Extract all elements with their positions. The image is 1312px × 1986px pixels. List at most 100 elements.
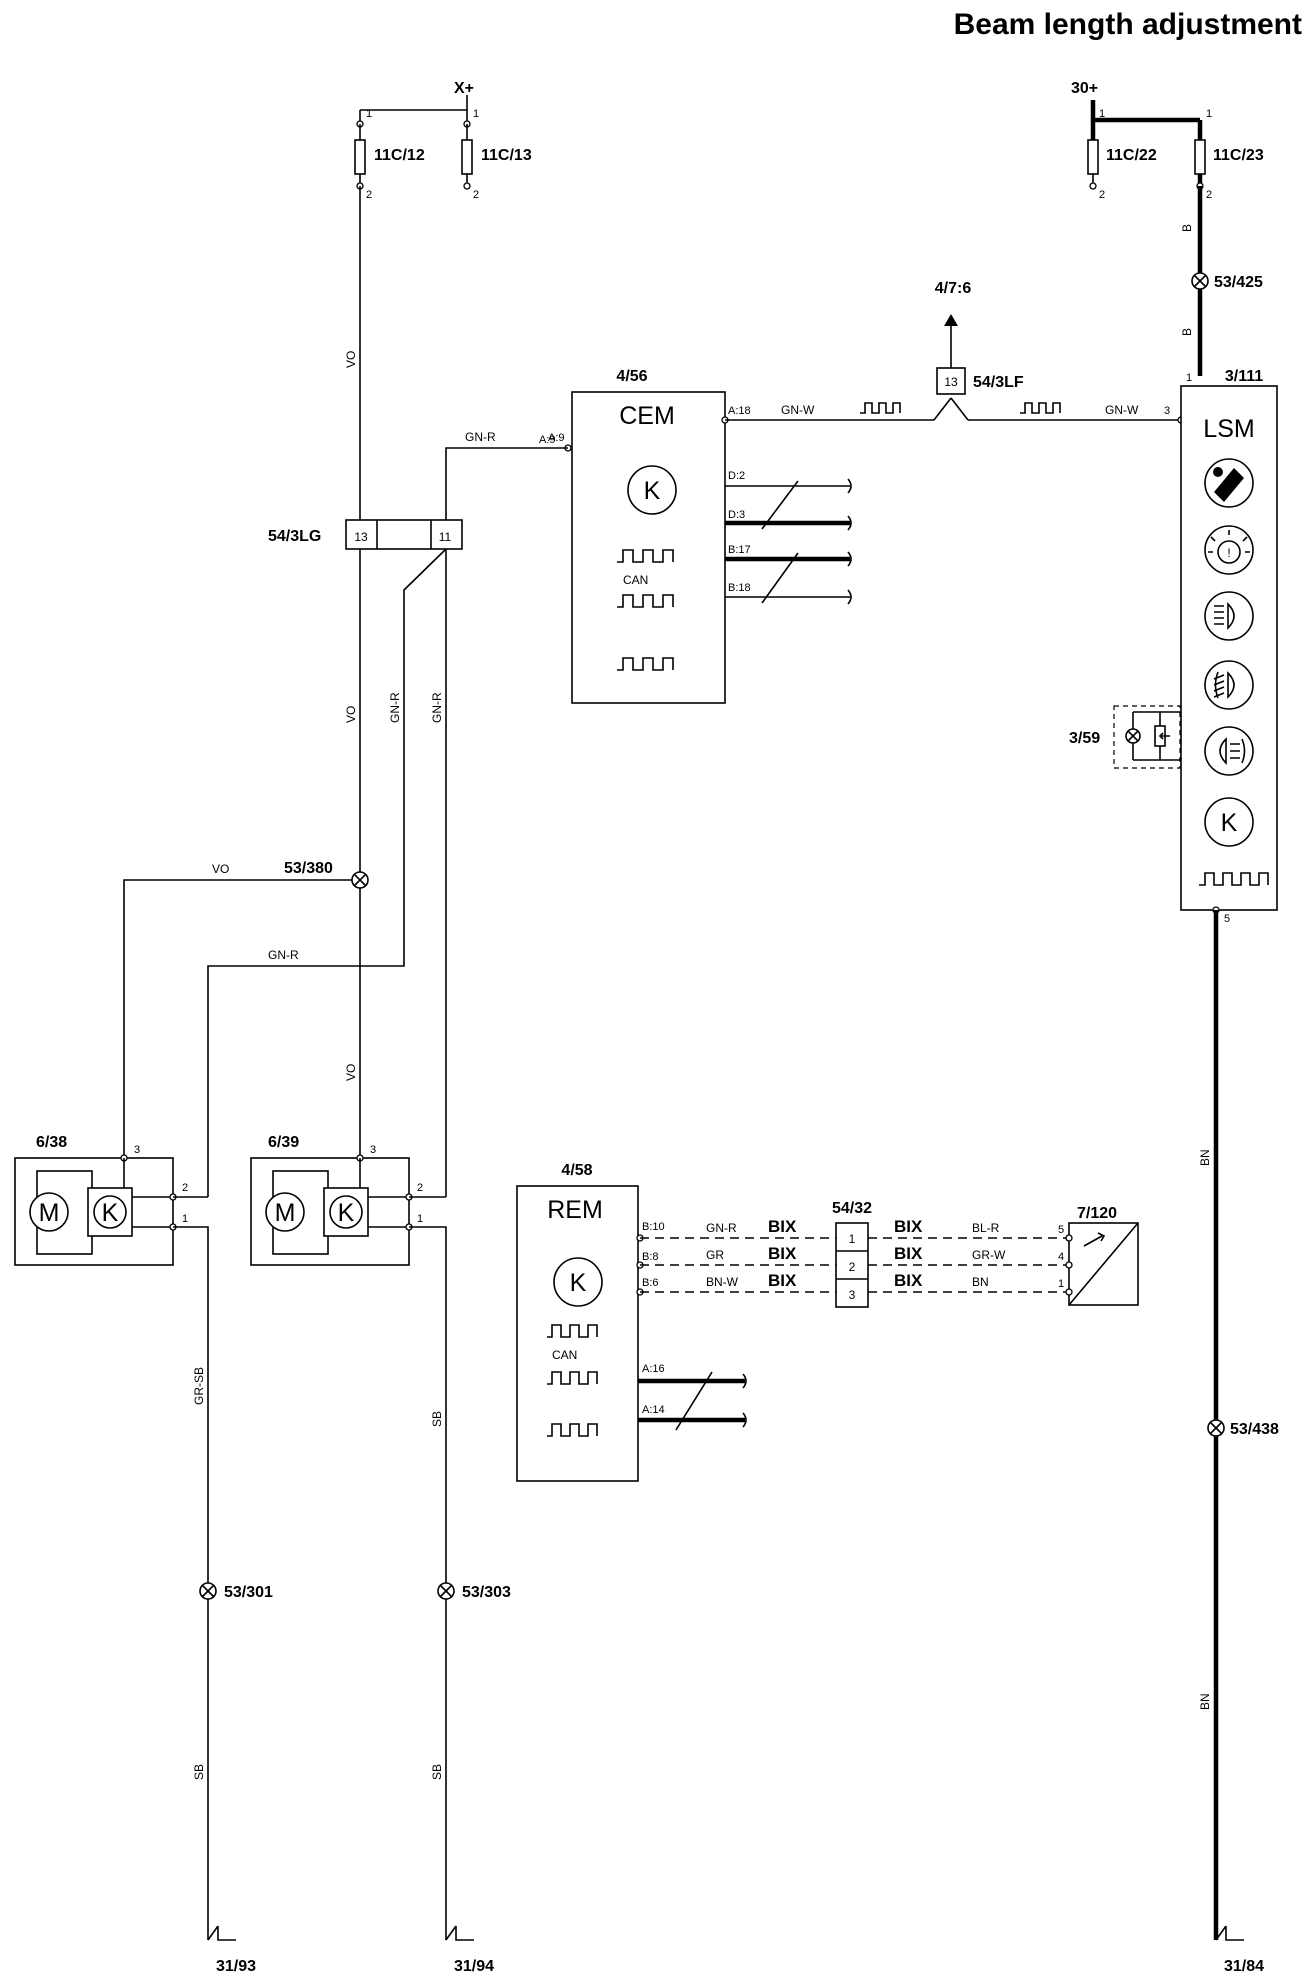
- pin-label: 2: [1206, 189, 1212, 201]
- pin-label: A:9: [548, 432, 565, 444]
- ground-31-94-label: 31/94: [454, 1958, 494, 1975]
- rem-can-label: CAN: [552, 1348, 577, 1362]
- connector-pin: 3: [849, 1288, 856, 1302]
- connector-pin: 1: [849, 1232, 856, 1246]
- pin-label: B:6: [642, 1277, 659, 1289]
- cem-square-wave-icon: [617, 594, 674, 608]
- wire-bix-label: BIX: [894, 1217, 923, 1236]
- fuse-11c-23-label: 11C/23: [1213, 147, 1264, 164]
- connector-pin: 2: [849, 1260, 856, 1274]
- headlamp-icon: [1204, 591, 1254, 641]
- cem-module: 4/56 CEM K CAN A:18 A:9 D:2 D:3 B:17 B:1…: [539, 368, 852, 704]
- pin-label: 4: [1058, 1251, 1064, 1263]
- wire-color-label: GN-R: [465, 430, 496, 444]
- wire-color-label: BN-W: [706, 1275, 739, 1289]
- ground-31-93-label: 31/93: [216, 1958, 256, 1975]
- fuse-11c-13-label: 11C/13: [481, 147, 532, 164]
- splice-53-301: 53/301: [199, 1582, 273, 1601]
- wire-bix-label: BIX: [768, 1217, 797, 1236]
- rear-fog-icon: [1204, 726, 1254, 776]
- warning-lamp-icon: [1204, 525, 1254, 575]
- wire-bix-label: BIX: [768, 1271, 797, 1290]
- wire-color-label: GN-R: [430, 692, 444, 723]
- wire-color-label: GN-R: [706, 1221, 737, 1235]
- pin-label: A:16: [642, 1363, 665, 1375]
- motor-controller-icon: [93, 1195, 127, 1229]
- wire-color-label: GR: [706, 1248, 724, 1262]
- connector-54-32: [835, 1222, 869, 1308]
- cem-square-wave-icon: [617, 657, 674, 671]
- splice-53-425: 53/425: [1191, 272, 1263, 291]
- fuse-11c-12-symbol: [354, 139, 366, 175]
- wire-color-label: VO: [344, 1064, 358, 1081]
- cem-can-label: CAN: [623, 573, 648, 587]
- wire-bix-label: BIX: [768, 1244, 797, 1263]
- splice-53-425-label: 53/425: [1214, 274, 1263, 291]
- ground-31-94: 31/94: [445, 1925, 494, 1975]
- wire-color-label: SB: [430, 1764, 444, 1780]
- square-wave-icon: [860, 402, 901, 414]
- lsm-controller-glyph: K: [1221, 809, 1238, 837]
- arrow-up-icon: [944, 314, 958, 326]
- pin-label: 3: [134, 1144, 140, 1156]
- pin-label: A:18: [728, 405, 751, 417]
- pin-label: 3: [1164, 405, 1170, 417]
- wire-color-label: VO: [344, 706, 358, 723]
- pin-label: 1: [366, 108, 372, 120]
- splice-53-438-label: 53/438: [1230, 1421, 1279, 1438]
- ground-31-93: 31/93: [207, 1925, 256, 1975]
- lsm-name: LSM: [1203, 415, 1254, 443]
- pin-label: 1: [473, 108, 479, 120]
- motor-controller-icon: [329, 1195, 363, 1229]
- wire-color-label: BL-R: [972, 1221, 1000, 1235]
- supply-x-plus-label: X+: [454, 80, 474, 97]
- pin-label: 1: [417, 1213, 423, 1225]
- motor-controller-glyph: K: [338, 1199, 355, 1227]
- connector-pin: 11: [439, 530, 452, 544]
- splice-53-303-label: 53/303: [462, 1584, 511, 1601]
- connector-54-3lg: 13 11 54/3LG: [268, 519, 463, 550]
- cem-name: CEM: [619, 402, 675, 430]
- fuse-11c-22-label: 11C/22: [1106, 147, 1157, 164]
- connector-54-3lg-label: 54/3LG: [268, 528, 321, 545]
- wire-color-label: BN: [1198, 1693, 1212, 1710]
- wire-color-label: BN: [972, 1275, 989, 1289]
- wire-color-label: VO: [344, 351, 358, 368]
- rem-sensor-link: GN-R GR BN-W BIX BIX BIX BIX BIX BIX BL-…: [640, 1200, 1069, 1308]
- pin-label: D:2: [728, 470, 745, 482]
- pin-label: 1: [1206, 108, 1212, 120]
- motor-6-38: 6/38 3 M K 2 1: [14, 1134, 188, 1266]
- wire-color-label: SB: [430, 1411, 444, 1427]
- light-switch-icon: [1204, 458, 1254, 508]
- splice-53-380: 53/380: [284, 860, 369, 889]
- pin-label: B:17: [728, 544, 751, 556]
- wire-color-label: B: [1180, 328, 1194, 336]
- motor-6-39: 6/39 3 M K 2 1: [250, 1134, 423, 1266]
- fuse-11c-13-symbol: [461, 139, 473, 175]
- diagram-title: Beam length adjustment: [954, 8, 1302, 41]
- rem-controller-glyph: K: [570, 1269, 587, 1297]
- pin-label: D:3: [728, 509, 745, 521]
- rem-ref-label: 4/58: [561, 1162, 592, 1179]
- wire-color-label: GR-W: [972, 1248, 1006, 1262]
- pin-label: A:14: [642, 1404, 665, 1416]
- rem-controller-icon: [553, 1257, 603, 1307]
- rem-name: REM: [547, 1196, 603, 1224]
- motor-glyph: M: [275, 1199, 296, 1227]
- cem-square-wave-icon: [617, 549, 674, 563]
- square-wave-icon: [1020, 402, 1061, 414]
- lsm-module: 3/111 1 LSM ! K 5: [1180, 368, 1278, 925]
- sensor-7-120-label: 7/120: [1077, 1205, 1117, 1222]
- pin-label: 1: [1186, 372, 1192, 384]
- front-fog-icon: [1204, 660, 1254, 710]
- motor-6-38-label: 6/38: [36, 1134, 67, 1151]
- supply-30-plus-label: 30+: [1071, 80, 1098, 97]
- lsm-square-wave-icon: [1199, 872, 1269, 886]
- motor-controller-glyph: K: [102, 1199, 119, 1227]
- connector-54-32-label: 54/32: [832, 1200, 872, 1217]
- ref-4-7-6-label: 4/7:6: [935, 280, 972, 297]
- pin-label: 2: [473, 189, 479, 201]
- wire-color-label: GN-W: [781, 403, 815, 417]
